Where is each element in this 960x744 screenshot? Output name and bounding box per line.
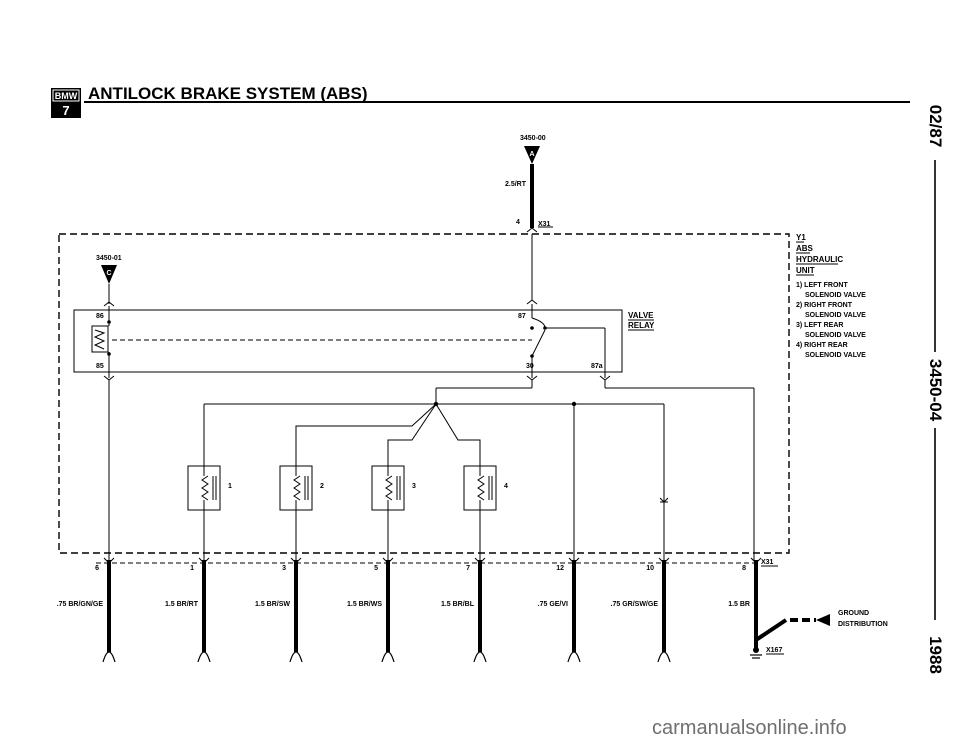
svg-text:2) RIGHT FRONT: 2) RIGHT FRONT <box>796 302 853 309</box>
relay-pin-86: 86 <box>96 313 104 320</box>
svg-text:Y1: Y1 <box>796 233 806 242</box>
ground-label-2: DISTRIBUTION <box>838 621 888 628</box>
bottom-wire-label: 1.5 BR/RT <box>165 601 199 608</box>
svg-text:SOLENOID VALVE: SOLENOID VALVE <box>805 352 866 359</box>
side-year: 1988 <box>926 636 945 674</box>
bottom-wire-label: 1.5 BR/BL <box>441 601 475 608</box>
svg-text:HYDRAULIC: HYDRAULIC <box>796 255 843 264</box>
ground-conn-label: X167 <box>766 647 782 654</box>
relay-switch-arm <box>531 329 546 357</box>
relay-label-1: VALVE <box>628 311 654 320</box>
valve-2-number: 2 <box>320 483 324 490</box>
svg-text:UNIT: UNIT <box>796 266 815 275</box>
relay-pin-87a: 87a <box>591 363 603 370</box>
top-connector-symbol <box>526 227 538 233</box>
bottom-wire-label: .75 GR/SW/GE <box>611 601 659 608</box>
relay-coil <box>91 325 109 353</box>
hydraulic-unit-label: Y1 ABS HYDRAULIC UNIT 1) LEFT FRONT SOLE… <box>796 233 866 359</box>
bottom-wires: 6 .75 BR/GN/GE 1 1.5 BR/RT 3 1.5 BR/SW 5 1.5 BR… <box>57 557 762 663</box>
svg-text:1) LEFT FRONT: 1) LEFT FRONT <box>796 282 848 289</box>
bottom-wire-label: .75 BR/GN/GE <box>57 601 104 608</box>
solenoid-valve-1: 1 <box>187 465 232 560</box>
bottom-pin-label: 7 <box>466 565 470 572</box>
watermark: carmanualsonline.info <box>652 717 847 739</box>
top-ref-letter: A <box>529 151 534 158</box>
top-pin-label: 4 <box>516 219 520 226</box>
svg-text:ABS: ABS <box>796 244 814 253</box>
bottom-wire-label: 1.5 BR/SW <box>255 601 290 608</box>
page-title: ANTILOCK BRAKE SYSTEM (ABS) <box>88 84 368 103</box>
valve-1-number: 1 <box>228 483 232 490</box>
relay-pin-85: 85 <box>96 363 104 370</box>
relay-pin-30: 30 <box>526 363 534 370</box>
top-wire-label: 2.5/RT <box>505 181 527 188</box>
bottom-pin-label: 10 <box>646 565 654 572</box>
valve-3-number: 3 <box>412 483 416 490</box>
hydraulic-unit-boundary <box>58 233 790 554</box>
svg-text:SOLENOID VALVE: SOLENOID VALVE <box>805 292 866 299</box>
relay-label-2: RELAY <box>628 321 655 330</box>
relay-pin-87: 87 <box>518 313 526 320</box>
bottom-pin-label: 5 <box>374 565 378 572</box>
solenoid-valve-4: 4 <box>463 465 508 560</box>
bottom-pin-label: 12 <box>556 565 564 572</box>
bottom-wire-label: .75 GE/VI <box>538 601 568 608</box>
solenoid-valve-2: 2 <box>279 465 324 560</box>
left-ref-triangle <box>101 265 117 284</box>
svg-text:SOLENOID VALVE: SOLENOID VALVE <box>805 332 866 339</box>
solenoid-valve-3: 3 <box>371 465 416 560</box>
left-ref-label: 3450-01 <box>96 255 122 262</box>
valve-4-number: 4 <box>504 483 508 490</box>
ground-arrow-icon <box>816 614 830 626</box>
svg-text:4) RIGHT REAR: 4) RIGHT REAR <box>796 342 848 349</box>
top-ref-label: 3450-00 <box>520 135 546 142</box>
valve-relay-box <box>73 309 623 373</box>
side-date: 02/87 <box>926 105 945 148</box>
bmw-7-logo: BMW 7 <box>51 88 81 118</box>
bottom-conn-label: X31 <box>761 559 774 566</box>
bottom-pin-label: 3 <box>282 565 286 572</box>
top-ref-triangle <box>524 146 540 164</box>
left-ref-letter: C <box>106 270 111 277</box>
svg-text:3) LEFT REAR: 3) LEFT REAR <box>796 322 843 329</box>
bottom-pin-label: 6 <box>95 565 99 572</box>
logo-bottom-text: 7 <box>62 103 69 118</box>
logo-top-text: BMW <box>55 91 78 101</box>
top-conn-label: X31 <box>538 221 551 228</box>
ground-label-1: GROUND <box>838 610 869 617</box>
side-page-number: 3450-04 <box>926 359 945 422</box>
bottom-wire-label: 1.5 BR <box>728 601 750 608</box>
ground-distribution: GROUND DISTRIBUTION X167 <box>750 610 888 659</box>
bottom-wire-label: 1.5 BR/WS <box>347 601 382 608</box>
bottom-pin-label: 1 <box>190 565 194 572</box>
bottom-pin-label: 8 <box>742 565 746 572</box>
svg-text:SOLENOID VALVE: SOLENOID VALVE <box>805 312 866 319</box>
